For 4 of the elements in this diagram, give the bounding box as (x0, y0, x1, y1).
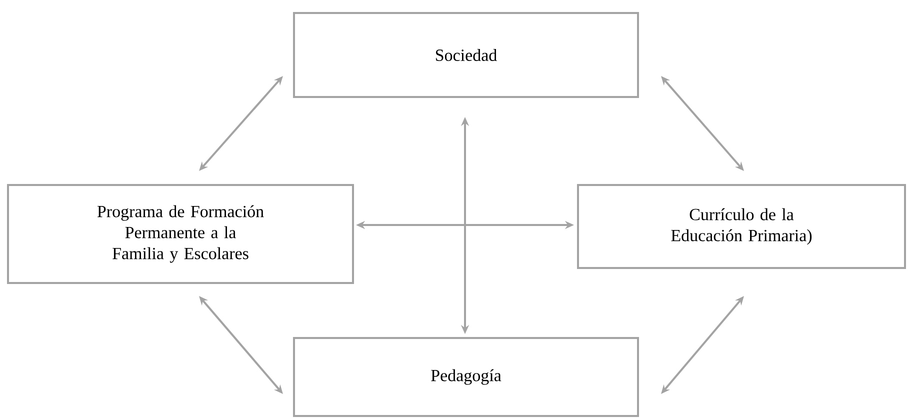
process-box: Currículo de la Educación Primaria) (577, 184, 906, 269)
process-box: Pedagogía (293, 337, 639, 417)
process-box: Sociedad (293, 12, 639, 98)
process-box: Programa de Formación Permanente a la Familia y Escolares (7, 184, 354, 284)
